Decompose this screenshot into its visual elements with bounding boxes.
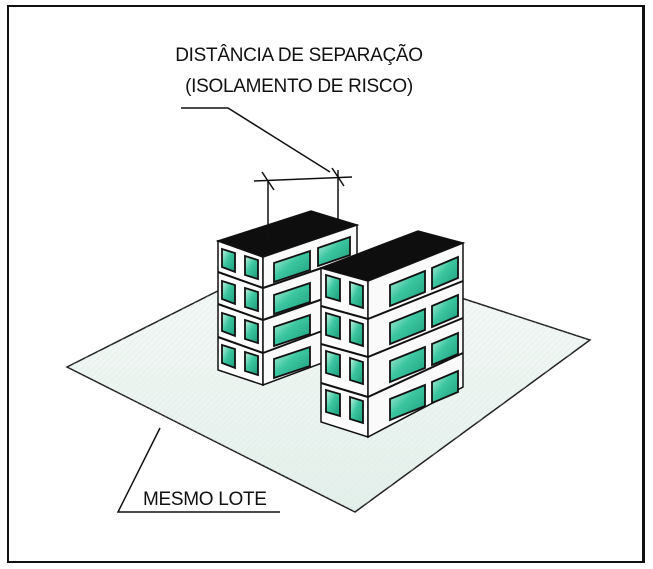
building-right xyxy=(318,230,466,439)
title-leader xyxy=(181,107,331,173)
ground-label: MESMO LOTE xyxy=(143,489,267,510)
title-line2: (ISOLAMENTO DE RISCO) xyxy=(185,76,413,97)
ground-leader xyxy=(116,427,280,513)
separation-dimension xyxy=(253,167,353,241)
title-line1: DISTÂNCIA DE SEPARAÇÃO xyxy=(175,44,423,66)
